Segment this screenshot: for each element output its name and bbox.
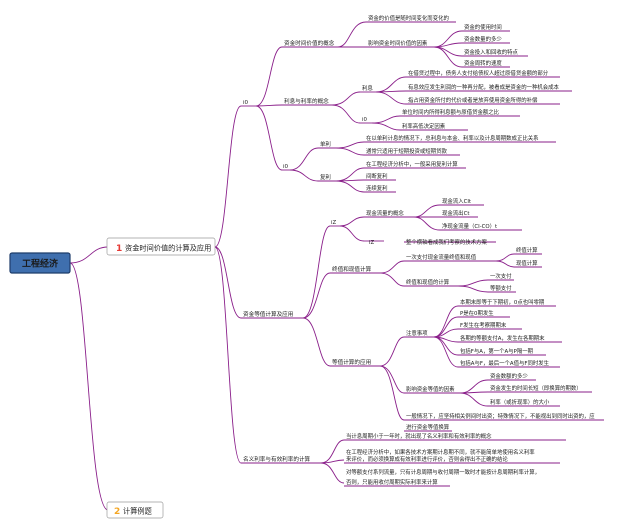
branch-2-node[interactable]: 2 计算例题 [106,501,164,519]
branch-1-node[interactable]: 1 资金时间价值的计算及应用 [106,237,216,256]
branch-2-number: 2 [114,507,120,517]
s2-c1-item-4[interactable]: 包括F与A，第一个A与P隔一期 [460,347,533,355]
s1-label[interactable]: i0 [243,100,249,106]
root-label: 工程经济 [22,258,59,270]
s2-c3-line-1[interactable]: 进行资金等值换算 [406,423,450,431]
s1-lixi-item-1[interactable]: 有息效应发生利润的一种再分配，被看成是资金的一种机会成本 [408,83,560,91]
s1-a2-item-1[interactable]: 资金数量的多少 [464,35,502,43]
s2-b1-label[interactable]: 一次支付现金流量终值和现值 [406,253,477,261]
s1-a1[interactable]: 资金的价值是随时间变化而变化的 [368,14,449,22]
connector-lines [69,21,604,511]
s3-item-1-line-0[interactable]: 在工程经济分析中，如果各技术方案期计息期不同，就不能简单地使用名义利率 [346,448,535,456]
s2-b1-item-0[interactable]: 终值计算 [516,246,538,254]
s2-b2-label[interactable]: iZ [369,240,374,246]
s2-c2-label[interactable]: 影响资金等值的因素 [406,385,455,393]
s2-b2c-item-0[interactable]: 一次支付 [490,272,512,280]
s1-fuli-item-1[interactable]: 间断复利 [366,172,388,180]
s1-fuli-item-2[interactable]: 连续复利 [366,184,388,192]
s1-b-label[interactable]: 利息与利率的概念 [284,97,329,105]
s1-a2-item-0[interactable]: 资金的使用时间 [464,23,502,31]
s1-fuli-item-0[interactable]: 在工程经济分析中，一般采用复利计算 [366,160,458,168]
s2-b1-item-1[interactable]: 现值计算 [516,259,538,267]
s2-c3-line-0[interactable]: 一般情况下，应坚持相关例间时出资；特殊情况下，不能视出到同时出资的，应 [406,412,595,420]
s1-lilv-label[interactable]: i0 [362,117,367,123]
s1-lixi-item-0[interactable]: 在借贷过程中，债务人支付给债权人超过原借贷金额的部分 [408,69,549,77]
s1-lixi-item-2[interactable]: 指占用资金所付的代价或者是放弃使用资金所得的补偿 [408,96,538,104]
s1-lixi-label[interactable]: 利息 [362,84,373,92]
s2-xj-label[interactable]: 现金流量的概念 [366,209,404,217]
s3-item-0-line-0[interactable]: 当计息周期小于一年时，就出现了名义利率和有效利率的概念 [346,432,492,440]
branch-1-label: 资金时间价值的计算及应用 [125,244,211,253]
s2-b2-text[interactable]: 整个横轴看成我们考察的技术方案 [406,238,487,246]
s2-label[interactable]: 资金等值计算及应用 [243,310,293,318]
s1-danli-label[interactable]: 单利 [320,140,331,148]
s1-a2-label[interactable]: 影响资金时间价值的因素 [368,39,428,47]
s2-c1-item-1[interactable]: P是在0期发生 [460,309,494,317]
s1-fuli-label[interactable]: 复利 [320,173,331,181]
branch-2-label: 计算例题 [123,507,152,516]
s2-b2c-item-1[interactable]: 等额支付 [490,284,512,292]
root-node[interactable]: 工程经济 [9,252,71,274]
s1-lilv-item-0[interactable]: 单位时间内所得利息额与原借贷金额之比 [402,108,500,116]
s1-danli-item-1[interactable]: 通常只适用于短期投资或短期贷款 [366,147,447,155]
s2-c1-item-2[interactable]: F发生在考察期期末 [460,321,507,329]
s1-a2-item-2[interactable]: 资金投入和回收的特点 [464,48,519,56]
s2-xj-item-2[interactable]: 净现金流量（CI-CO）t [442,222,497,230]
s1-danli-item-0[interactable]: 在以单利计息的情况下，总利息与本金、利率以及计息周期数成正比关系 [366,134,539,142]
s2-c1-item-3[interactable]: 各期的等额支付A，发生在各期期末 [460,334,545,342]
s2-c2-item-2[interactable]: 利率（或折现率）的大小 [490,398,550,406]
s2-c2-item-0[interactable]: 资金数额的多少 [490,372,528,380]
s3-item-1-line-1[interactable]: 来评价，而必须换算成有效利率进行评价，否则会得出不正确的结论 [346,455,508,463]
s3-label[interactable]: 名义利率与有效利率的计算 [243,455,311,463]
s1-c-label[interactable]: i0 [283,164,289,170]
s1-a2-item-3[interactable]: 资金周转的速度 [464,59,502,67]
s2-c1-item-5[interactable]: 包括A与F，最后一个A值与F同时发生 [460,359,550,367]
s2-a-label[interactable]: iZ [331,220,336,226]
s3-item-2-line-1[interactable]: 否则，只能用收付周期实际利率来计算 [346,478,438,486]
branch-1-number: 1 [116,244,122,254]
s2-b2c-label[interactable]: 终值和现值的计算 [406,278,450,286]
s2-xj-item-1[interactable]: 现金流出Ct [442,209,469,217]
s2-xj-item-0[interactable]: 现金流入CIt [442,197,471,205]
s2-c1-item-0[interactable]: 本期末即等于下期初，0点也叫零期 [460,298,544,306]
s2-c1-label[interactable]: 注意事项 [406,329,428,337]
s2-c-label[interactable]: 等值计算的应用 [332,358,371,366]
s2-b-label[interactable]: 终值和现值计算 [332,265,372,273]
s2-c2-item-1[interactable]: 资金发生的时间长短（即换算的期数） [490,384,582,392]
s1-a-label[interactable]: 资金时间价值的概念 [284,39,335,47]
s3-item-2-line-0[interactable]: 对等额支付系列流量，只有计息周期与收付周期一致时才能按计息周期利率计算， [346,468,540,476]
s1-lilv-item-1[interactable]: 利率高低决定因素 [402,122,446,130]
